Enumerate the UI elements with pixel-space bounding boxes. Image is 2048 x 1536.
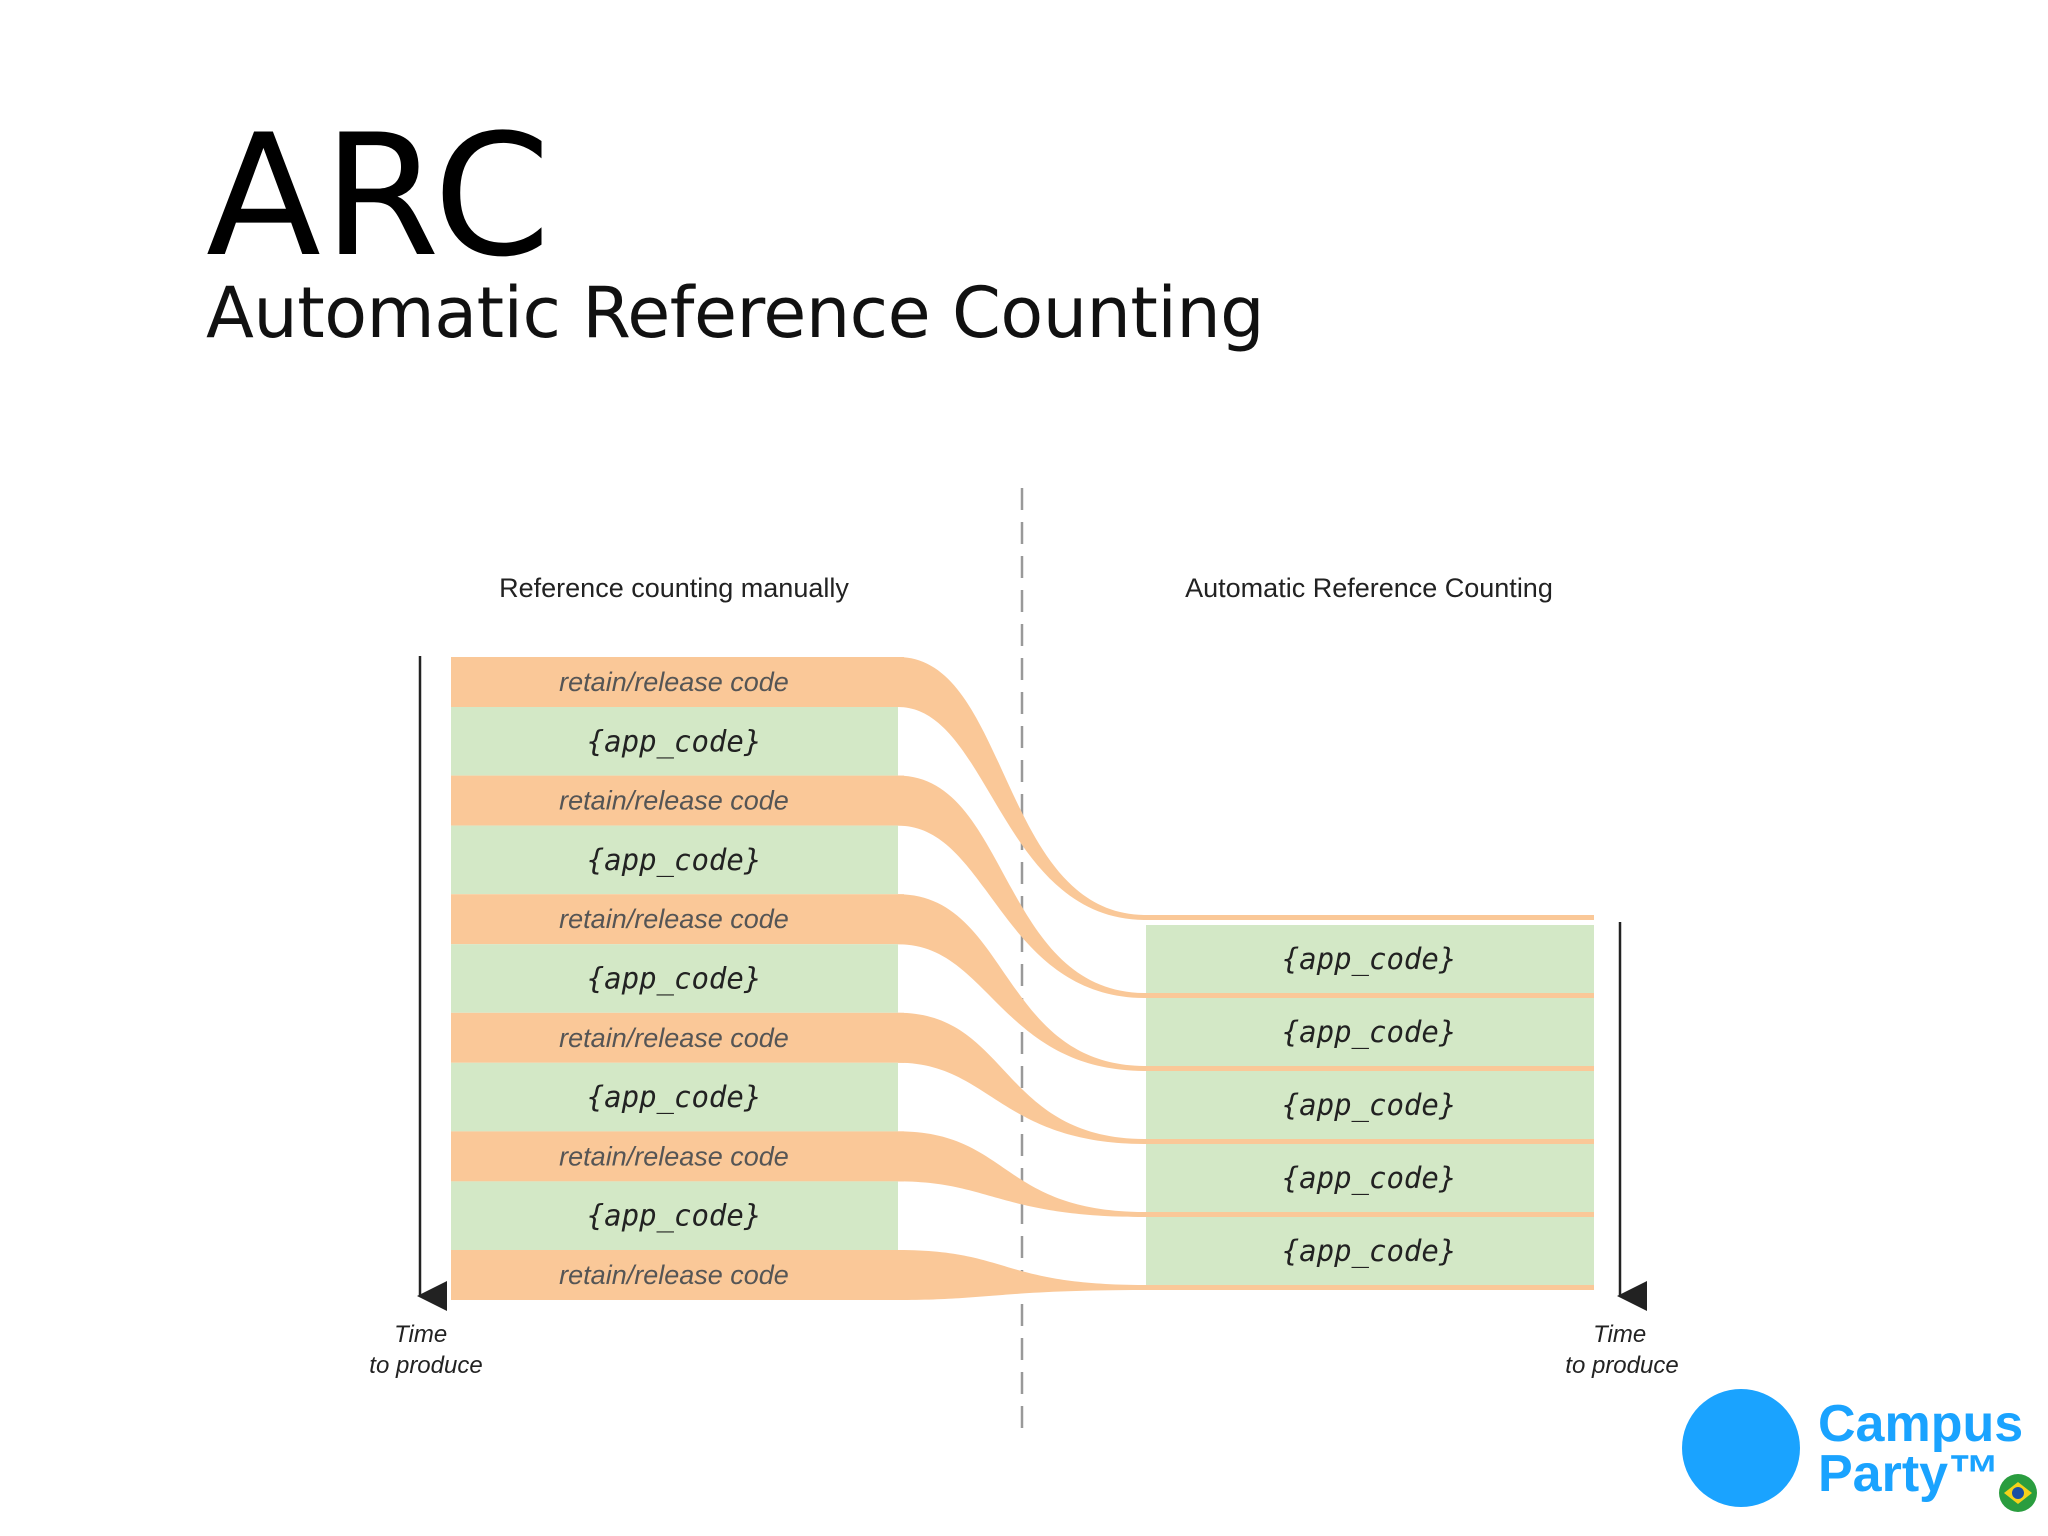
right-time-label-line2: to produce <box>1565 1352 1678 1379</box>
right-time-label-line1: Time <box>1593 1321 1646 1348</box>
app-code-label: {app_code} <box>587 724 762 759</box>
arc-app-code-block <box>1146 925 1594 993</box>
left-panel-rows: retain/release code {app_code} retain/rele… <box>451 657 904 1300</box>
right-panel-rows: {app_code} {app_code} {app_code} {app_code}… <box>1146 925 1594 1285</box>
slide-subtitle: Automatic Reference Counting <box>206 272 1265 354</box>
app-code-block <box>451 707 898 776</box>
arc-app-code-label: {app_code} <box>1282 1234 1457 1269</box>
retain-release-label: retain/release code <box>559 1141 789 1171</box>
retain-release-block <box>451 1131 904 1182</box>
app-code-label: {app_code} <box>587 843 762 878</box>
retain-release-block <box>451 894 904 945</box>
left-time-label-line2: to produce <box>369 1352 482 1379</box>
arc-app-code-block <box>1146 1071 1594 1139</box>
retain-release-block <box>451 1250 904 1300</box>
app-code-block <box>451 825 898 895</box>
left-time-label-line1: Time <box>394 1321 447 1348</box>
app-code-block <box>451 944 898 1013</box>
logo-line1: Campus <box>1818 1395 2023 1453</box>
right-panel-heading: Automatic Reference Counting <box>1185 573 1553 603</box>
app-code-block <box>451 1181 898 1250</box>
retain-release-block <box>451 657 904 707</box>
retain-release-block <box>451 775 904 826</box>
campus-party-logo: Campus Party™ <box>1682 1389 2037 1512</box>
logo-circle-icon <box>1682 1389 1800 1507</box>
retain-release-flow <box>898 1250 1594 1300</box>
app-code-label: {app_code} <box>587 962 762 997</box>
brazil-flag-icon <box>1999 1474 2037 1512</box>
logo-line2: Party™ <box>1818 1445 2000 1503</box>
flow-connectors <box>898 657 1594 1300</box>
arc-app-code-block <box>1146 998 1594 1066</box>
right-time-label: Time to produce <box>1565 1321 1678 1379</box>
app-code-label: {app_code} <box>587 1080 762 1115</box>
arc-app-code-label: {app_code} <box>1282 942 1457 977</box>
retain-release-label: retain/release code <box>559 1260 789 1290</box>
arc-app-code-block <box>1146 1217 1594 1285</box>
slide-title: ARC <box>206 98 553 294</box>
arc-app-code-label: {app_code} <box>1282 1088 1457 1123</box>
retain-release-block <box>451 1012 904 1063</box>
app-code-block <box>451 1062 898 1132</box>
retain-release-label: retain/release code <box>559 904 789 934</box>
arc-app-code-label: {app_code} <box>1282 1015 1457 1050</box>
retain-release-label: retain/release code <box>559 1023 789 1053</box>
app-code-label: {app_code} <box>587 1199 762 1234</box>
retain-release-label: retain/release code <box>559 667 789 697</box>
arc-app-code-block <box>1146 1144 1594 1212</box>
left-panel-heading: Reference counting manually <box>499 573 849 603</box>
retain-release-label: retain/release code <box>559 786 789 816</box>
left-time-label: Time to produce <box>369 1321 482 1379</box>
arc-app-code-label: {app_code} <box>1282 1161 1457 1196</box>
